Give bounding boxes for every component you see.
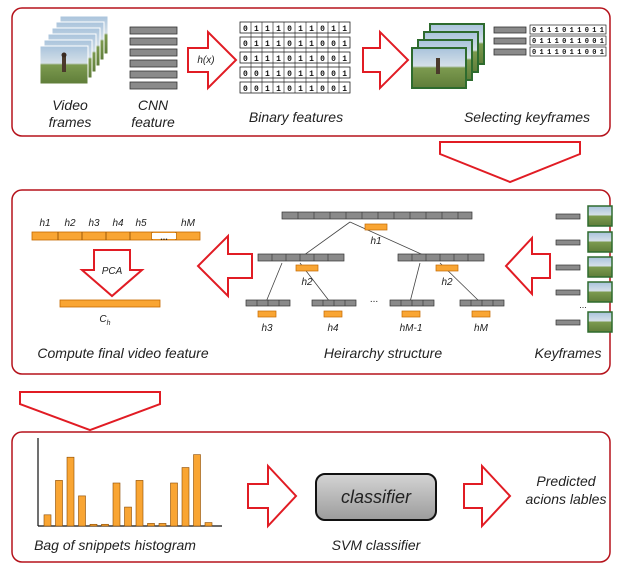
h-label: h3	[88, 218, 100, 229]
svm-classifier-box	[315, 473, 437, 521]
predicted-label-2: acions lables	[526, 491, 607, 507]
keyframes-dots: ...	[579, 300, 587, 310]
video-frames-label-2: frames	[49, 114, 92, 130]
down-arrow-1	[439, 141, 581, 184]
histogram-bar	[78, 495, 86, 527]
svm-caption: SVM classifier	[332, 537, 422, 553]
ch-label: Ch	[99, 314, 110, 327]
selected-binary-row: 0 1 1 1 0 1 1 0 0 1	[532, 38, 604, 46]
binary-features-label: Binary features	[249, 109, 343, 125]
binary-row: 0 0 1 1 0 1 1 0 0 1	[243, 70, 347, 79]
tree-h2a-label: h2	[301, 277, 313, 288]
to-classifier-arrow	[247, 463, 298, 529]
tree-ellipsis: ...	[370, 294, 378, 305]
classifier-text: classifier	[341, 487, 412, 507]
hash-arrow	[187, 29, 238, 91]
selecting-keyframes-label: Selecting keyframes	[464, 109, 590, 125]
keyframes-arrow	[504, 235, 551, 297]
tree-h4-label: h4	[327, 323, 339, 334]
keyframes-label: Keyframes	[535, 345, 602, 361]
selected-feature-bars	[493, 26, 527, 56]
pca-arrow	[79, 249, 145, 298]
selected-binary-row: 0 1 1 1 0 1 1 0 0 1	[532, 49, 604, 57]
predicted-label-1: Predicted	[536, 473, 596, 489]
binary-features-table: 0 1 1 1 0 1 1 0 1 1 0 1 1 1 0 1 1 0 0 1 …	[239, 21, 351, 94]
cnn-feature-bars	[129, 26, 178, 90]
binary-row: 0 1 1 1 0 1 1 0 1 1	[243, 25, 347, 34]
selected-binary-table: 0 1 1 1 0 1 1 0 1 1 0 1 1 1 0 1 1 0 0 1 …	[529, 24, 607, 57]
video-frames-label-1: Video	[52, 97, 88, 113]
histogram-bar	[66, 456, 75, 527]
histogram-bar	[101, 523, 109, 527]
binary-row: 0 1 1 1 0 1 1 0 0 1	[243, 40, 347, 49]
keyframes-column	[555, 205, 613, 333]
selected-keyframes-stack	[411, 23, 485, 89]
histogram-bar	[147, 523, 155, 527]
histogram-bar	[204, 522, 213, 527]
tree-h3-label: h3	[261, 323, 273, 334]
tree-hm-label: hM	[474, 323, 489, 334]
to-prediction-arrow	[463, 463, 512, 529]
histogram-bar	[181, 467, 190, 527]
histogram-bar	[170, 482, 178, 527]
tree-hm1-label: hM-1	[400, 323, 423, 334]
cnn-feature-label-1: CNN	[138, 97, 169, 113]
h-label: h2	[64, 218, 76, 229]
hash-function-label: h(x)	[197, 55, 214, 66]
histogram-bar	[158, 523, 167, 527]
h-label: h4	[112, 218, 124, 229]
histogram-bar	[89, 523, 98, 527]
stage3-panel	[11, 431, 611, 563]
hierarchy-tree	[245, 211, 505, 318]
compute-final-label: Compute final video feature	[37, 345, 208, 361]
ch-bar	[59, 299, 161, 308]
selected-binary-row: 0 1 1 1 0 1 1 0 1 1	[532, 27, 604, 35]
video-frames-stack	[39, 15, 109, 85]
h-label: h1	[39, 218, 50, 229]
hierarchy-label: Heirarchy structure	[324, 345, 442, 361]
concat-ellipsis: ...	[160, 232, 168, 242]
select-arrow	[362, 29, 410, 91]
histogram-caption: Bag of snippets histogram	[34, 537, 196, 553]
concat-feature-bar	[31, 231, 201, 241]
histogram-bar	[112, 482, 121, 527]
down-arrow-2	[19, 391, 161, 432]
histogram-bar	[43, 514, 52, 527]
histogram	[37, 438, 222, 527]
histogram-bar	[193, 454, 201, 527]
h-label: hM	[181, 218, 196, 229]
tree-h1-label: h1	[370, 236, 381, 247]
stage1-panel	[11, 7, 611, 137]
tree-h2b-label: h2	[441, 277, 453, 288]
histogram-bar	[135, 480, 144, 527]
binary-row: 0 0 1 1 0 1 1 0 0 1	[243, 85, 347, 94]
h-label: h5	[135, 218, 147, 229]
histogram-bar	[55, 480, 63, 527]
pca-label: PCA	[102, 266, 123, 277]
cnn-feature-label-2: feature	[131, 114, 175, 130]
histogram-bar	[124, 506, 132, 527]
compute-arrow	[196, 233, 253, 299]
binary-row: 0 1 1 1 0 1 1 0 0 1	[243, 55, 347, 64]
